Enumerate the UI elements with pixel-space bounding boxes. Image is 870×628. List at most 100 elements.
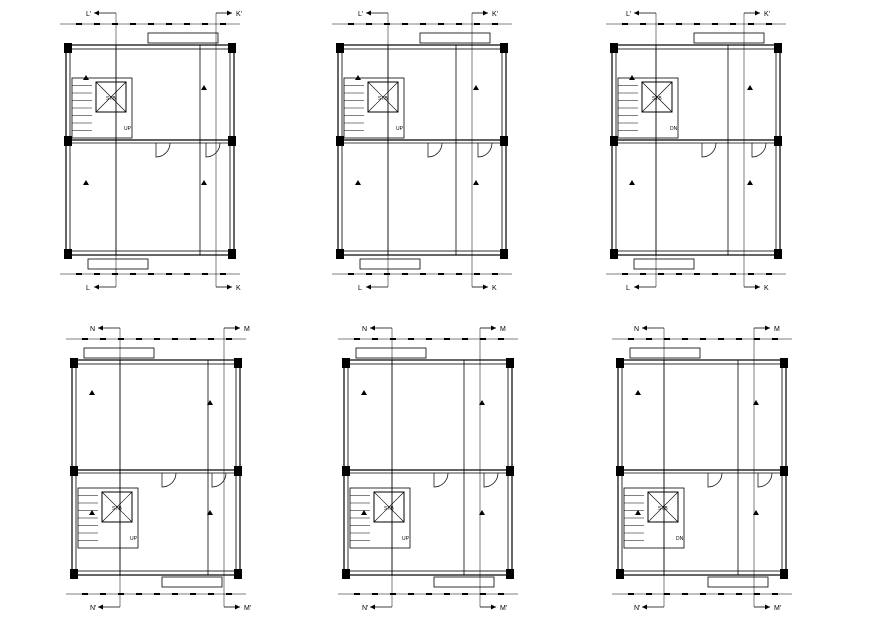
column bbox=[616, 569, 624, 579]
section-label-bottom-left: L bbox=[626, 285, 630, 292]
section-arrow-head bbox=[227, 284, 232, 290]
column bbox=[336, 136, 344, 146]
door-swing bbox=[427, 142, 443, 158]
room-marker bbox=[201, 85, 207, 90]
lift-cross bbox=[367, 81, 399, 113]
column bbox=[780, 466, 788, 476]
room-marker bbox=[629, 75, 635, 80]
column bbox=[500, 249, 508, 259]
stair-label: STB bbox=[658, 506, 668, 512]
door-swing bbox=[751, 142, 767, 158]
door-swing bbox=[701, 142, 717, 158]
lift-shaft bbox=[101, 491, 133, 523]
room-marker bbox=[753, 510, 759, 515]
column bbox=[228, 43, 236, 53]
lift-shaft bbox=[367, 81, 399, 113]
room-marker bbox=[635, 510, 641, 515]
inner-wall bbox=[621, 363, 783, 572]
stair-direction: UP bbox=[396, 126, 404, 132]
balcony bbox=[707, 576, 769, 588]
stair-label: STB bbox=[106, 96, 116, 102]
section-arrow-head bbox=[634, 10, 639, 16]
door-swing bbox=[205, 142, 221, 158]
room-marker bbox=[355, 75, 361, 80]
section-arrow-head bbox=[483, 10, 488, 16]
door-swing bbox=[483, 472, 499, 488]
section-label-bottom-left: N' bbox=[362, 605, 368, 612]
room-marker bbox=[629, 180, 635, 185]
column bbox=[610, 136, 618, 146]
outer-wall bbox=[71, 359, 241, 576]
stair-direction: UP bbox=[130, 536, 138, 542]
column bbox=[336, 249, 344, 259]
balcony bbox=[629, 347, 701, 359]
door-swing bbox=[161, 472, 177, 488]
column bbox=[616, 466, 624, 476]
room-marker bbox=[207, 400, 213, 405]
lift-cross bbox=[373, 491, 405, 523]
column bbox=[616, 358, 624, 368]
room-marker bbox=[473, 85, 479, 90]
column bbox=[228, 249, 236, 259]
column bbox=[780, 358, 788, 368]
section-arrow-head bbox=[642, 604, 647, 610]
column bbox=[228, 136, 236, 146]
column bbox=[774, 43, 782, 53]
column bbox=[500, 136, 508, 146]
balcony bbox=[419, 32, 491, 44]
section-arrow-head bbox=[634, 284, 639, 290]
stair-direction: DN bbox=[676, 536, 684, 542]
section-arrow-head bbox=[235, 325, 240, 331]
stair-label: STB bbox=[378, 96, 388, 102]
column bbox=[64, 136, 72, 146]
outer-wall bbox=[343, 359, 513, 576]
room-marker bbox=[747, 180, 753, 185]
room-marker bbox=[207, 510, 213, 515]
section-arrow-head bbox=[370, 604, 375, 610]
section-label-top-right: M bbox=[774, 326, 780, 333]
room-marker bbox=[473, 180, 479, 185]
section-label-top-left: L' bbox=[86, 11, 91, 18]
section-label-bottom-right: M' bbox=[500, 605, 507, 612]
section-arrow-head bbox=[366, 284, 371, 290]
column bbox=[506, 466, 514, 476]
outer-wall bbox=[337, 44, 507, 256]
column bbox=[500, 43, 508, 53]
column bbox=[234, 358, 242, 368]
section-arrow-head bbox=[765, 325, 770, 331]
door-swing bbox=[433, 472, 449, 488]
section-label-bottom-right: M' bbox=[244, 605, 251, 612]
inner-wall bbox=[75, 363, 237, 572]
balcony bbox=[359, 258, 421, 270]
column bbox=[774, 249, 782, 259]
inner-wall bbox=[341, 48, 503, 252]
section-label-top-right: M bbox=[500, 326, 506, 333]
door-swing bbox=[477, 142, 493, 158]
room-marker bbox=[89, 390, 95, 395]
column bbox=[610, 249, 618, 259]
section-arrow-head bbox=[366, 10, 371, 16]
balcony bbox=[355, 347, 427, 359]
stair-direction: UP bbox=[402, 536, 410, 542]
section-label-bottom-left: N' bbox=[634, 605, 640, 612]
balcony bbox=[161, 576, 223, 588]
section-arrow-head bbox=[755, 10, 760, 16]
section-label-top-right: K' bbox=[492, 11, 498, 18]
section-label-top-right: K' bbox=[764, 11, 770, 18]
lift-shaft bbox=[95, 81, 127, 113]
stair-direction: UP bbox=[124, 126, 132, 132]
column bbox=[506, 358, 514, 368]
stair-direction: DN bbox=[670, 126, 678, 132]
section-arrow-head bbox=[642, 325, 647, 331]
door-swing bbox=[757, 472, 773, 488]
balcony bbox=[87, 258, 149, 270]
column bbox=[780, 569, 788, 579]
balcony bbox=[83, 347, 155, 359]
section-arrow-head bbox=[483, 284, 488, 290]
section-arrow-head bbox=[755, 284, 760, 290]
section-label-top-right: K' bbox=[236, 11, 242, 18]
